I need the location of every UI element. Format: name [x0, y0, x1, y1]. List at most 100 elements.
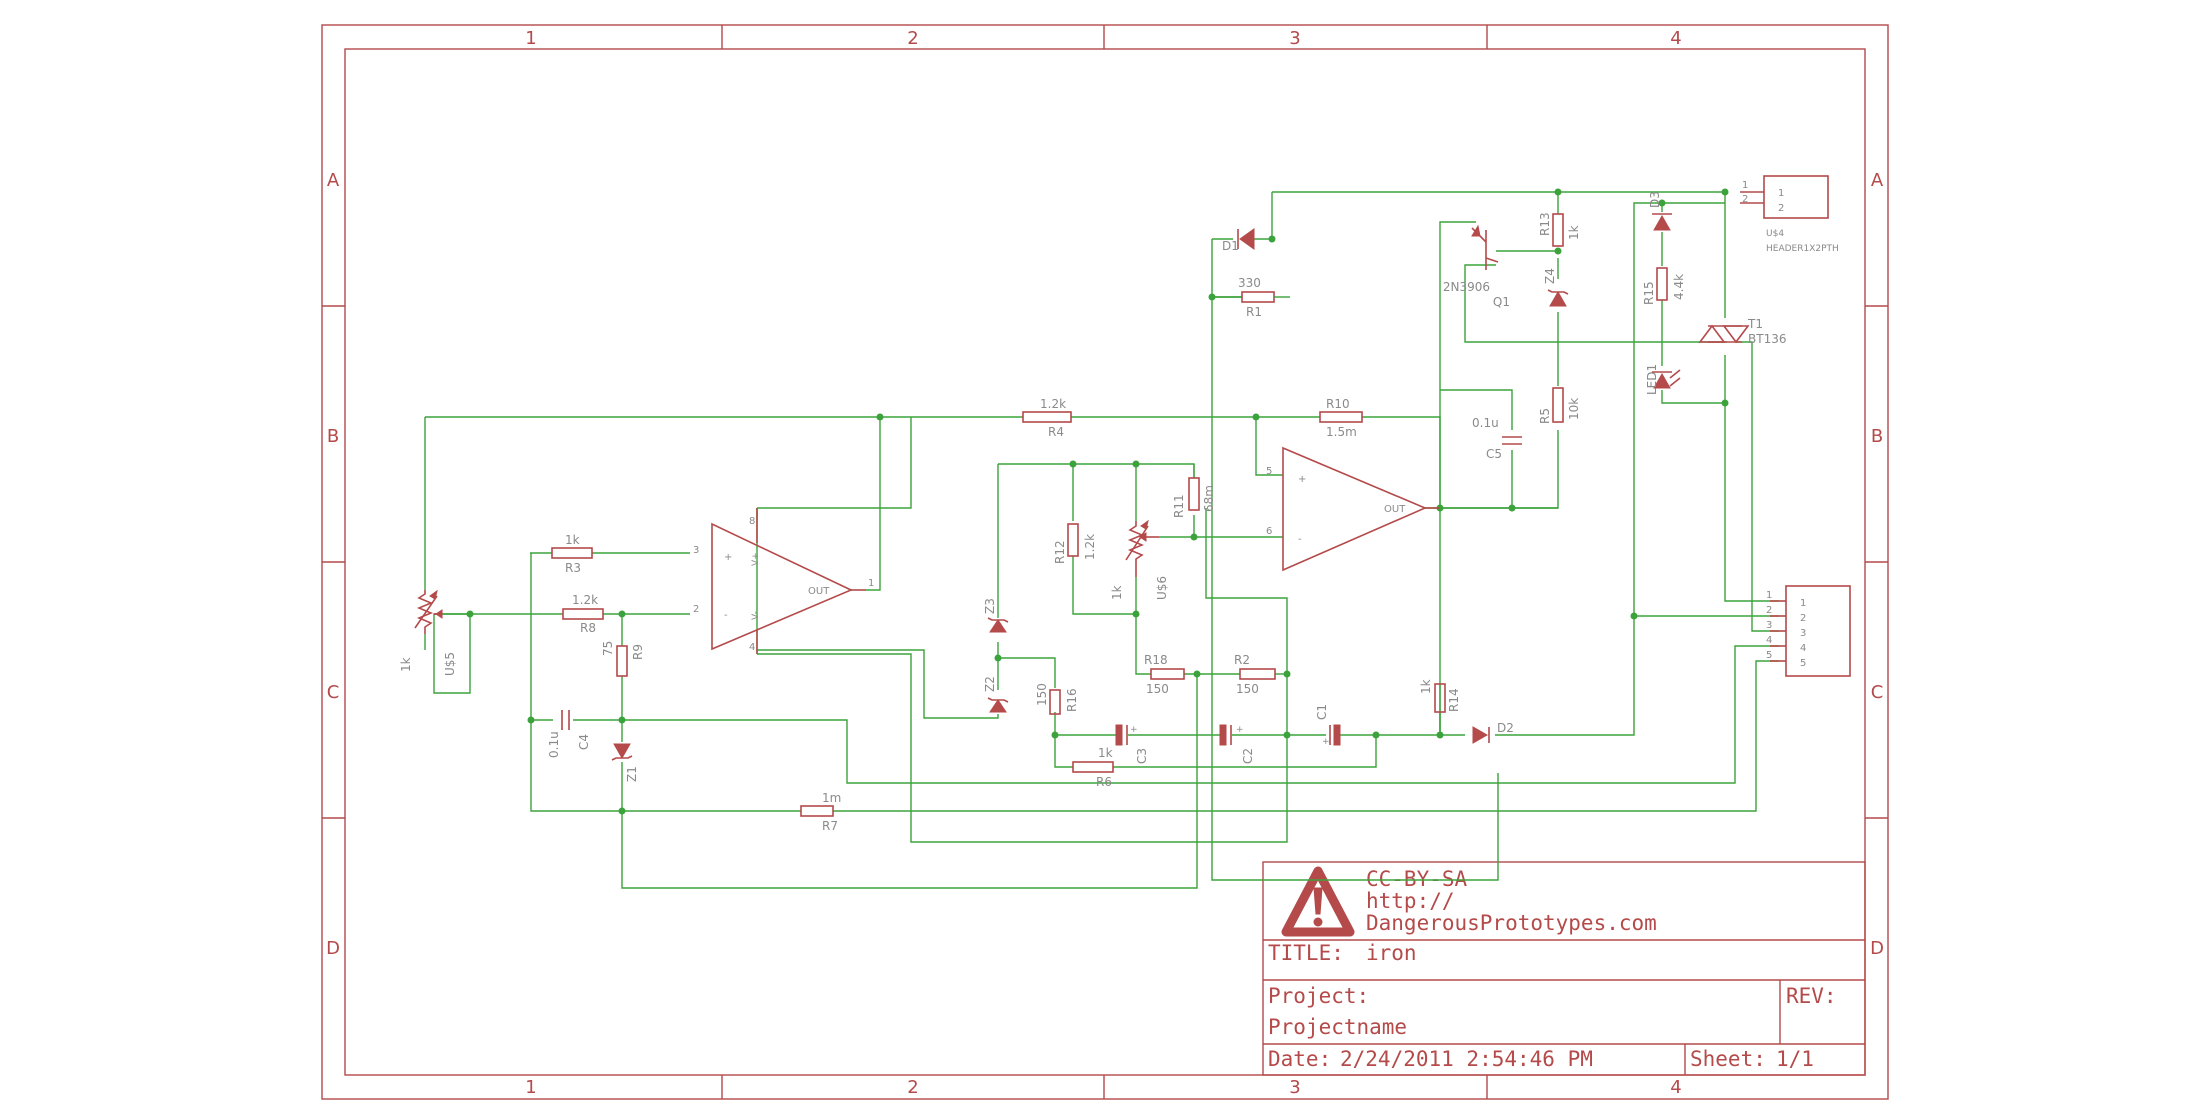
project-value: Projectname — [1268, 1015, 1407, 1039]
column-label-4-bottom: 4 — [1670, 1077, 1681, 1098]
op1-plus: + — [724, 552, 732, 563]
sheet-label: Sheet: — [1690, 1047, 1766, 1071]
r12-value: 1.2k — [1083, 534, 1097, 560]
led-led1: LED1 — [1645, 364, 1681, 395]
z1-label: Z1 — [625, 766, 639, 782]
q1-part: 2N3906 — [1443, 280, 1490, 294]
zener-z2: Z2 — [983, 676, 1009, 713]
t1-name: T1 — [1747, 317, 1763, 331]
op1-pin1: 1 — [868, 578, 874, 589]
r15-value: 4.4k — [1672, 274, 1686, 300]
capacitor-c4: 0.1u C4 — [547, 710, 591, 758]
capacitor-c3: + C3 — [1115, 724, 1149, 764]
column-label-1-bottom: 1 — [525, 1077, 536, 1098]
c5-name: C5 — [1486, 447, 1502, 461]
r9-name: R9 — [631, 644, 645, 660]
opamp-right: 5 6 + - OUT — [1266, 446, 1440, 572]
r8-value: 1.2k — [572, 593, 598, 607]
r13-name: R13 — [1538, 212, 1552, 236]
r7-name: R7 — [822, 819, 838, 833]
op2-minus: - — [1298, 534, 1302, 545]
diode-d1: D1 — [1222, 228, 1255, 253]
op1-pin4: 4 — [749, 642, 755, 653]
r16-value: 150 — [1035, 683, 1049, 706]
op2-pin6: 6 — [1266, 526, 1272, 537]
r2-value: 150 — [1236, 682, 1259, 696]
column-label-3-bottom: 3 — [1289, 1077, 1300, 1098]
h5-pin3: 3 — [1766, 620, 1772, 631]
column-label-3: 3 — [1289, 28, 1300, 49]
u4-pin1: 1 — [1742, 180, 1748, 191]
u4-part: HEADER1X2PTH — [1766, 244, 1839, 254]
url-line-2: DangerousPrototypes.com — [1366, 911, 1657, 935]
r18-name: R18 — [1144, 653, 1168, 667]
header-5pin: 1 2 3 4 5 1 2 3 4 5 — [1766, 585, 1851, 677]
r6-name: R6 — [1096, 775, 1112, 789]
r5-name: R5 — [1538, 408, 1552, 424]
u4-pin2: 2 — [1742, 194, 1748, 205]
op2-plus: + — [1298, 474, 1306, 485]
u4-name: U$4 — [1766, 229, 1784, 239]
r7-value: 1m — [822, 791, 841, 805]
h5-pin4-inner: 4 — [1800, 643, 1806, 654]
r12-name: R12 — [1053, 540, 1067, 564]
resistor-r12: R12 1.2k — [1053, 523, 1097, 564]
diode-d2: D2 — [1472, 721, 1514, 744]
resistor-r5: R5 10k — [1538, 387, 1581, 424]
u6-name: U$6 — [1155, 576, 1169, 600]
r2-name: R2 — [1234, 653, 1250, 667]
resistor-r15: R15 4.4k — [1642, 267, 1686, 305]
d3-label: D3 — [1648, 191, 1662, 208]
sheet-value: 1/1 — [1776, 1047, 1814, 1071]
title-value: iron — [1366, 941, 1417, 965]
title-label: TITLE: — [1268, 941, 1344, 965]
resistor-r7: 1m R7 — [800, 791, 841, 833]
row-label-c-right: C — [1871, 682, 1884, 703]
resistor-r8: 1.2k R8 — [562, 593, 604, 635]
c1-plus: + — [1322, 737, 1330, 747]
r11-value: 68m — [1202, 485, 1216, 512]
resistor-r1: 330 R1 — [1238, 276, 1290, 319]
h5-pin4: 4 — [1766, 635, 1772, 646]
c3-plus: + — [1130, 725, 1138, 735]
r1-name: R1 — [1246, 305, 1262, 319]
h5-pin1: 1 — [1766, 590, 1772, 601]
potentiometer-u6: 1k U$6 — [1110, 519, 1169, 600]
date-value: 2/24/2011 2:54:46 PM — [1340, 1047, 1593, 1071]
resistor-r3: 1k R3 — [551, 533, 593, 575]
triac-t1: T1 BT136 — [1698, 317, 1786, 346]
led1-label: LED1 — [1645, 364, 1659, 395]
row-label-a-right: A — [1871, 170, 1884, 191]
z3-label: Z3 — [983, 598, 997, 614]
row-label-c: C — [327, 682, 340, 703]
r1-value: 330 — [1238, 276, 1261, 290]
op1-vplus: V+ — [751, 552, 761, 566]
resistor-r11: R11 68m — [1172, 477, 1216, 518]
op1-pin2: 2 — [693, 604, 699, 615]
d1-label: D1 — [1222, 239, 1239, 253]
warning-logo-icon — [1281, 866, 1355, 937]
op1-vminus: V- — [751, 611, 761, 620]
r14-value: 1k — [1419, 679, 1433, 694]
resistor-r9: 75 R9 — [601, 641, 645, 677]
r14-name: R14 — [1447, 688, 1461, 712]
row-label-d: D — [326, 938, 340, 959]
capacitor-c1: + C1 — [1315, 704, 1341, 747]
t1-part: BT136 — [1748, 332, 1786, 346]
zener-z4: Z4 — [1543, 268, 1569, 307]
r9-value: 75 — [601, 641, 615, 656]
row-label-b-right: B — [1871, 426, 1883, 447]
op2-pin5: 5 — [1266, 466, 1272, 477]
u5-value: 1k — [399, 657, 413, 672]
c2-plus: + — [1236, 725, 1244, 735]
c3-label: C3 — [1135, 748, 1149, 764]
h5-pin1-inner: 1 — [1800, 598, 1806, 609]
row-label-a: A — [327, 170, 340, 191]
h5-pin5: 5 — [1766, 650, 1772, 661]
r11-name: R11 — [1172, 494, 1186, 518]
z2-label: Z2 — [983, 676, 997, 692]
u4-pin2-inner: 2 — [1778, 203, 1784, 214]
resistor-r6: 1k R6 — [1072, 746, 1114, 789]
op2-out: OUT — [1384, 504, 1406, 515]
